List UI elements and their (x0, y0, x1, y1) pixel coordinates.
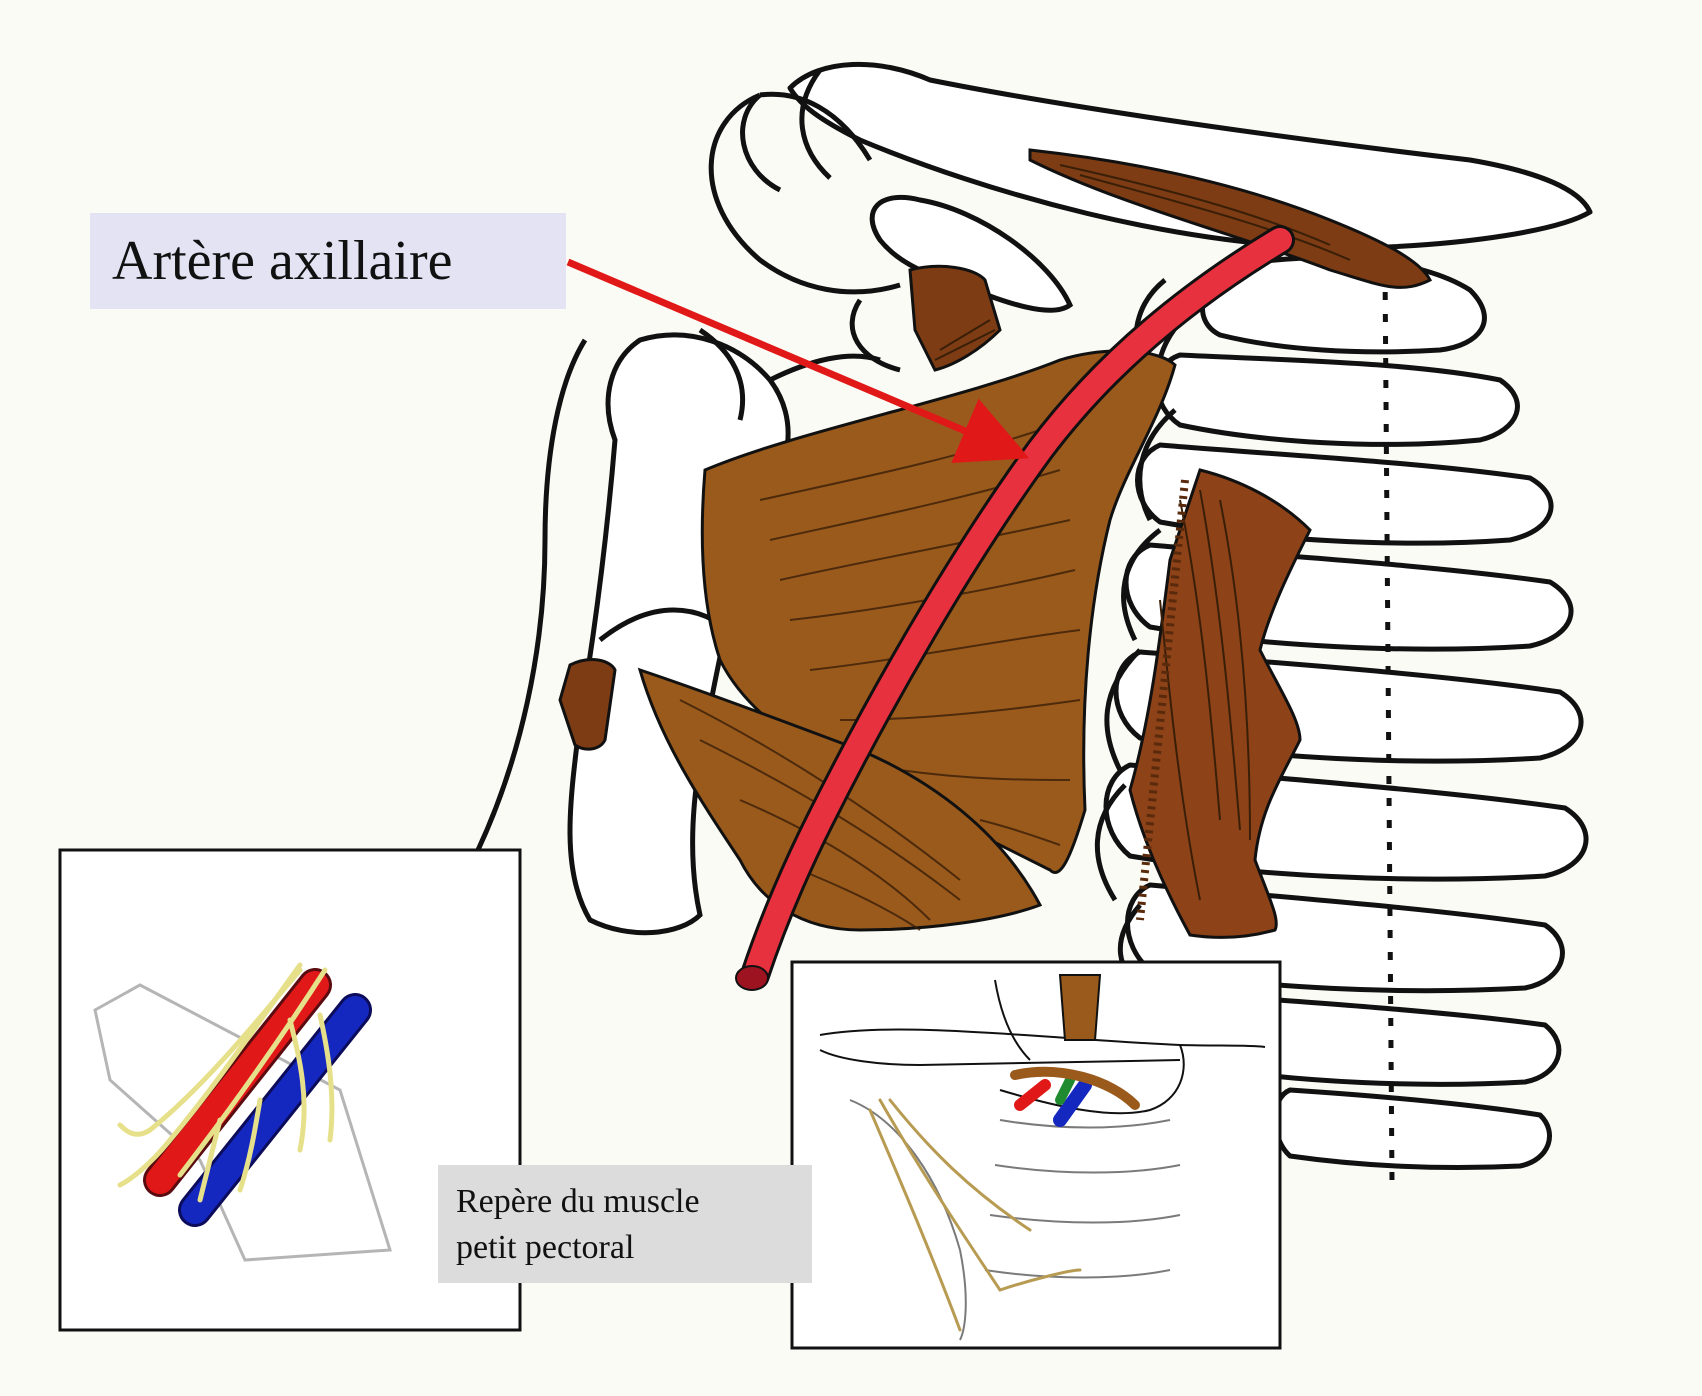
pointer-arrow (566, 258, 1030, 464)
serratus-anterior-muscle (1128, 468, 1312, 939)
subclavius-muscle (1028, 148, 1433, 289)
label-axillary-artery: Artère axillaire (90, 213, 566, 309)
acromion (708, 68, 901, 295)
label-pectoralis-minor-reference: Repère du muscle petit pectoral (438, 1165, 812, 1283)
inset-panel-landmark (790, 960, 1282, 1350)
clavicle (740, 61, 1593, 251)
label-reference-line1: Repère du muscle (456, 1183, 700, 1220)
label-reference-line2: petit pectoral (456, 1229, 635, 1266)
small-muscle-humerus (558, 658, 617, 751)
axillary-artery (735, 225, 1295, 991)
coracobrachialis-stump (908, 264, 1002, 372)
